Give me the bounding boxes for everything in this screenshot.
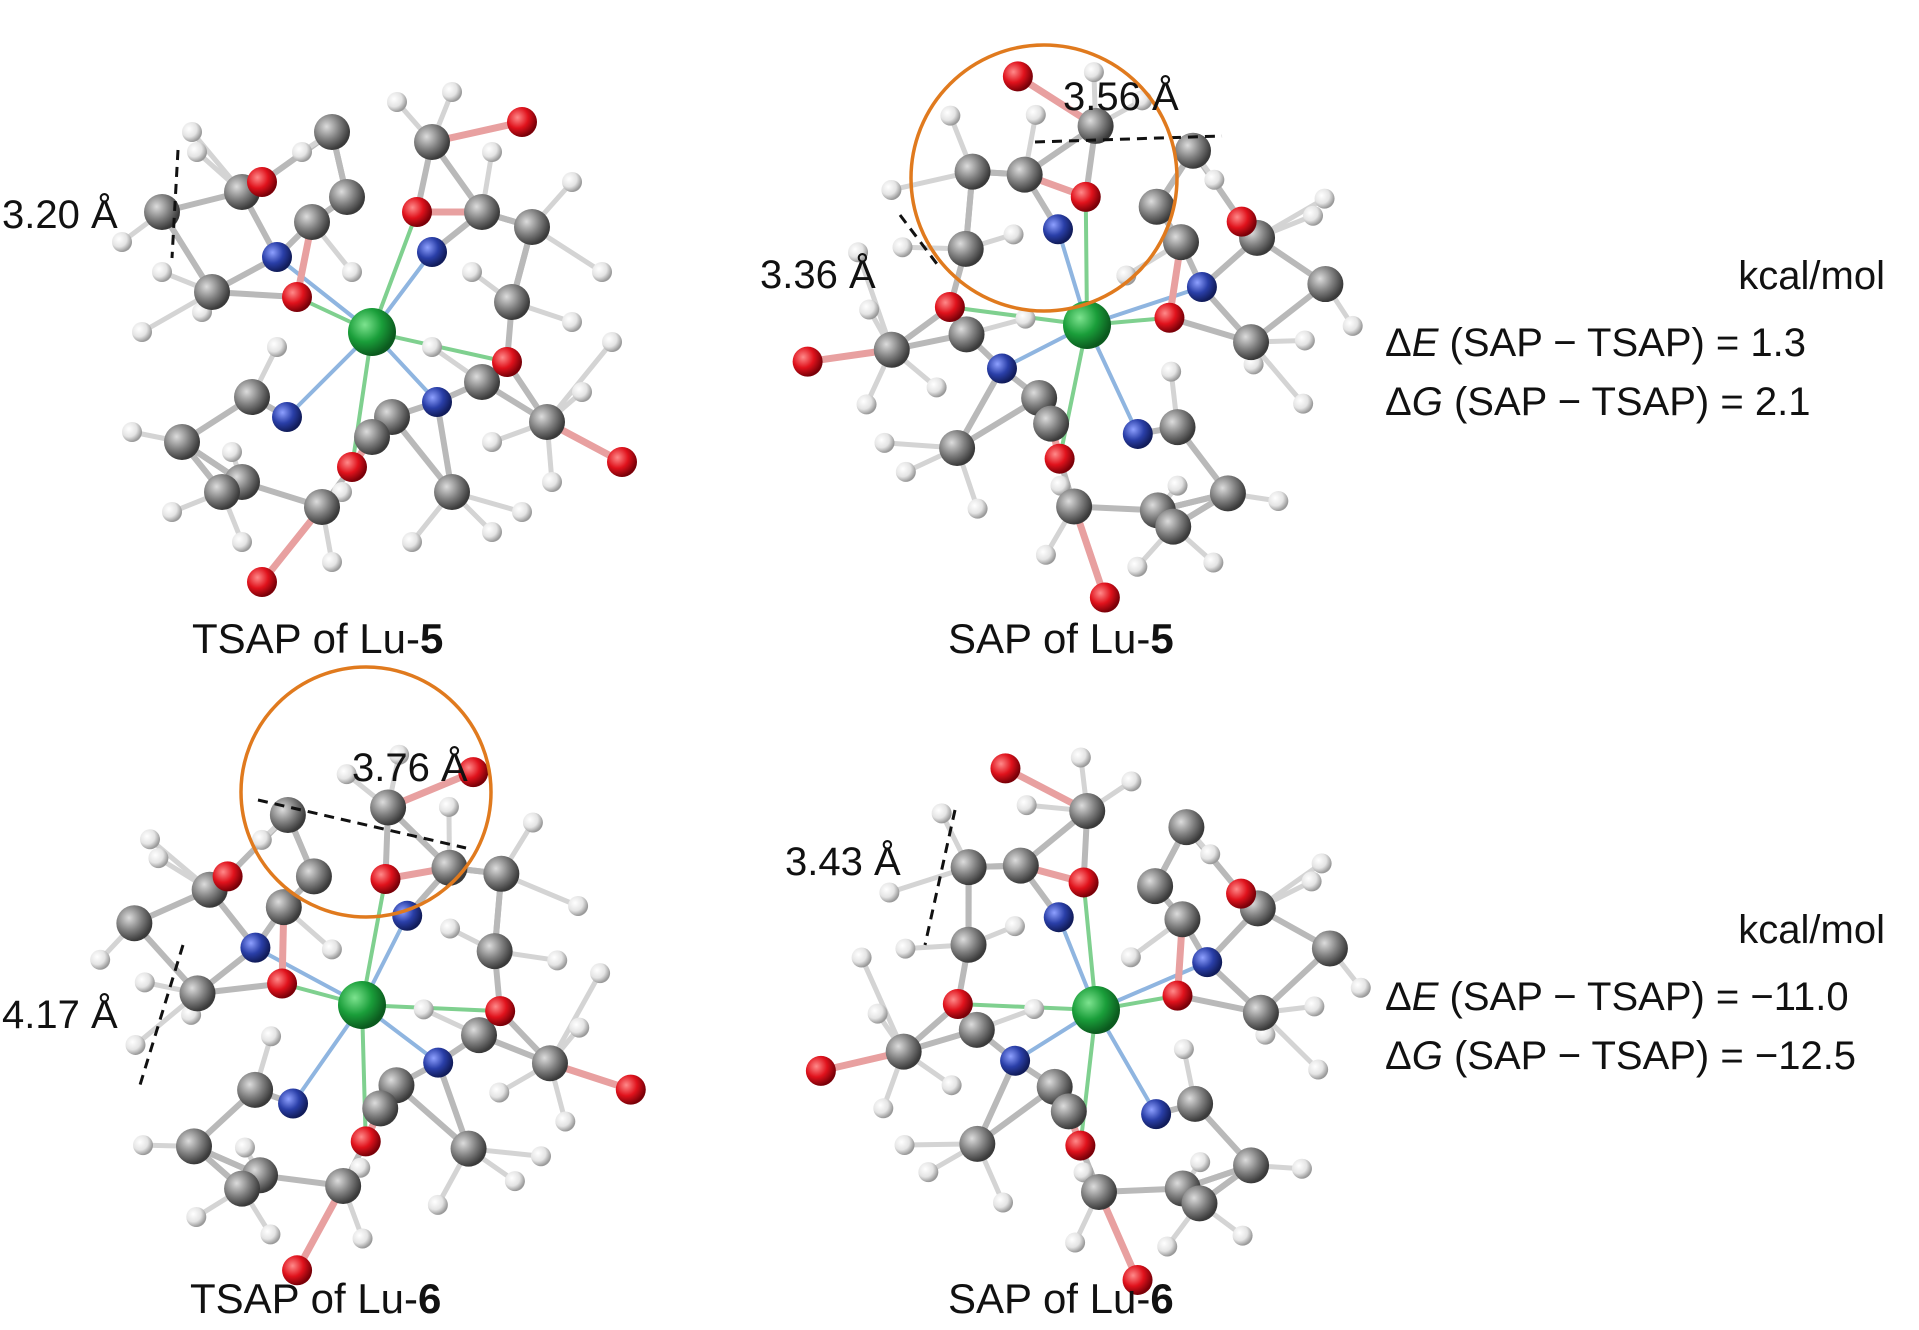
energy-block-lu6: kcal/mol ΔE (SAP − TSAP) = −11.0 ΔG (SAP… [1385, 908, 1915, 1079]
caption-text: TSAP of Lu- [192, 615, 421, 662]
delta-e-line: ΔE (SAP − TSAP) = −11.0 [1385, 975, 1915, 1020]
caption-text: SAP of Lu- [948, 1275, 1151, 1322]
distance-line [923, 809, 957, 946]
unit-label: kcal/mol [1738, 254, 1885, 298]
distance-label: 3.56 Å [1063, 75, 1179, 119]
delta-g-value: (SAP − TSAP) = 2.1 [1442, 380, 1811, 424]
distance-lines [138, 134, 1223, 1086]
molecule-sap-lu5 [792, 61, 1363, 613]
caption-sap-lu5: SAP of Lu-5 [948, 615, 1174, 663]
compound-number: 5 [420, 615, 444, 662]
delta-symbol: Δ [1385, 975, 1412, 1019]
highlight-circle-sap-lu5 [909, 43, 1179, 313]
caption-text: TSAP of Lu- [190, 1275, 419, 1322]
caption-text: SAP of Lu- [948, 615, 1151, 662]
delta-e-line: ΔE (SAP − TSAP) = 1.3 [1385, 321, 1885, 366]
distance-line [257, 798, 467, 850]
distance-label: 4.17 Å [2, 993, 118, 1037]
distance-line [138, 944, 185, 1086]
delta-g-line: ΔG (SAP − TSAP) = 2.1 [1385, 380, 1885, 425]
compound-number: 5 [1150, 615, 1174, 662]
delta-g-value: (SAP − TSAP) = −12.5 [1442, 1034, 1857, 1078]
variable: E [1411, 975, 1439, 1019]
distance-label: 3.43 Å [785, 840, 901, 884]
highlight-circle-tsap-lu6 [239, 665, 493, 919]
molecule-sap-lu6 [805, 747, 1371, 1295]
caption-tsap-lu6: TSAP of Lu-6 [190, 1275, 441, 1323]
delta-symbol: Δ [1385, 1034, 1412, 1078]
compound-number: 6 [1150, 1275, 1174, 1322]
energy-block-lu5: kcal/mol ΔE (SAP − TSAP) = 1.3 ΔG (SAP −… [1385, 254, 1885, 425]
variable: E [1411, 321, 1439, 365]
variable: G [1411, 1034, 1443, 1078]
compound-number: 6 [418, 1275, 442, 1322]
unit-label: kcal/mol [1738, 908, 1885, 952]
distance-line [898, 214, 942, 269]
delta-g-line: ΔG (SAP − TSAP) = −12.5 [1385, 1034, 1915, 1079]
distance-label: 3.36 Å [760, 253, 876, 297]
distance-label: 3.76 Å [352, 746, 468, 790]
variable: G [1411, 380, 1443, 424]
caption-tsap-lu5: TSAP of Lu-5 [192, 615, 443, 663]
distance-line [170, 149, 180, 259]
delta-symbol: Δ [1385, 380, 1412, 424]
delta-symbol: Δ [1385, 321, 1412, 365]
caption-sap-lu6: SAP of Lu-6 [948, 1275, 1174, 1323]
delta-e-value: (SAP − TSAP) = 1.3 [1438, 321, 1807, 365]
delta-e-value: (SAP − TSAP) = −11.0 [1438, 975, 1849, 1019]
distance-label: 3.20 Å [2, 193, 118, 237]
distance-line [1034, 134, 1223, 144]
molecule-tsap-lu5 [112, 82, 637, 597]
molecule-tsap-lu6 [90, 744, 646, 1286]
